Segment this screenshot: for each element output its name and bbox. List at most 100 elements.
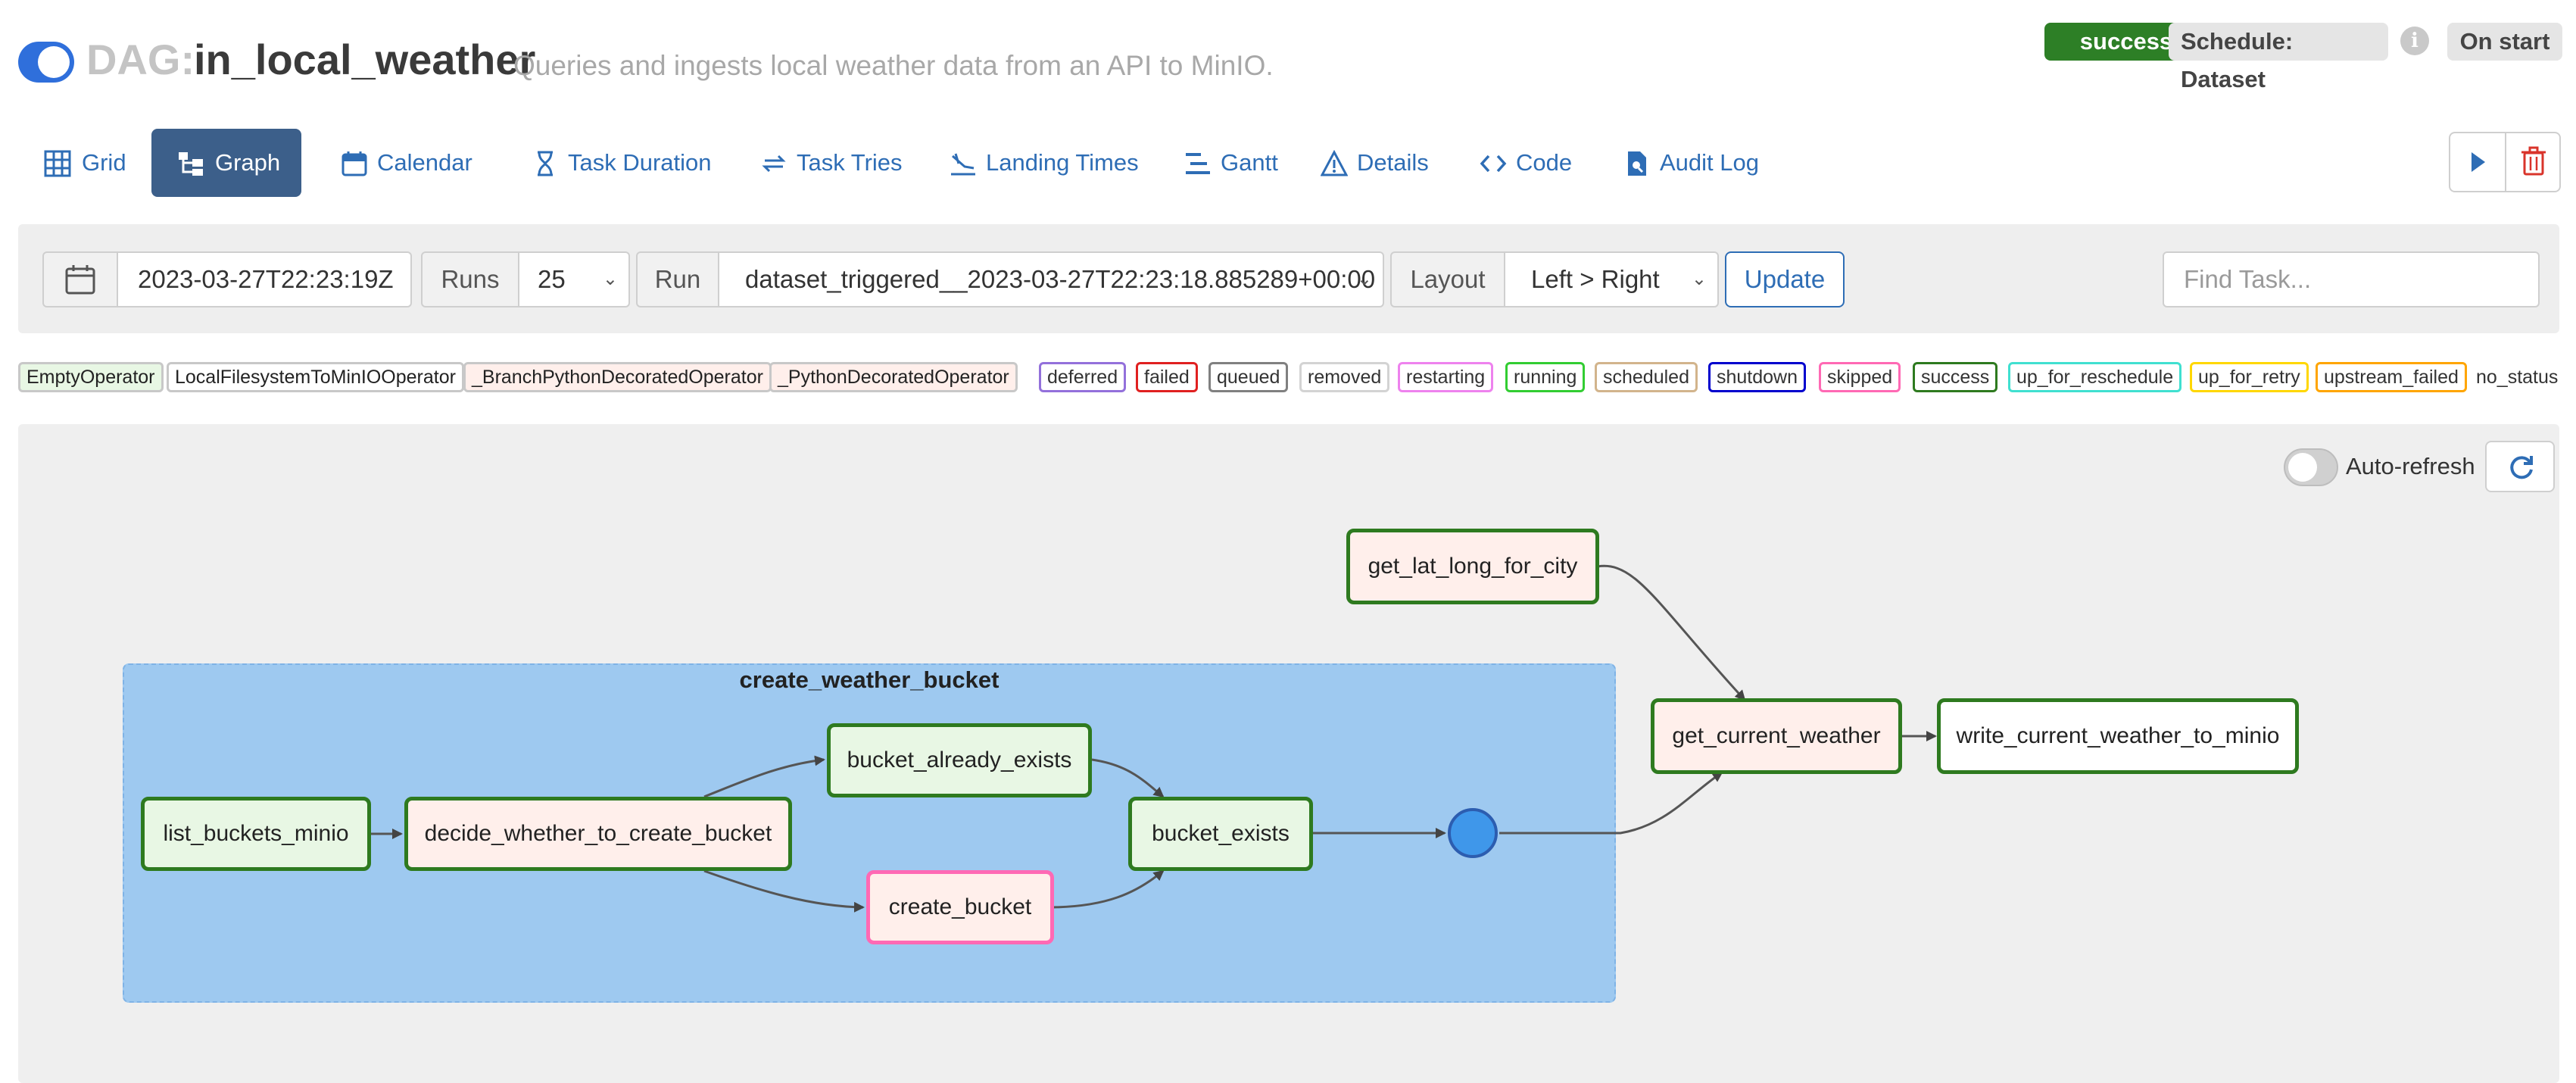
graph-icon [179,152,203,176]
dag-actions [2449,132,2561,192]
legend-operator: LocalFilesystemToMinIOOperator [167,362,464,392]
runs-addon: Runs [421,251,519,307]
layout-addon: Layout [1390,251,1505,307]
file-search-icon [1628,151,1646,176]
layout-label: Layout [1410,265,1486,293]
tab-code[interactable]: Code [1454,129,1572,197]
tab-audit-log[interactable]: Audit Log [1598,129,1759,197]
run-addon: Run [636,251,719,307]
task-node-bucket-exists[interactable]: bucket_exists [1128,797,1313,871]
refresh-button[interactable] [2485,441,2555,492]
chevron-down-icon: ⌄ [1356,269,1372,289]
task-node-label: write_current_weather_to_minio [1956,723,2280,748]
tab-graph[interactable]: Graph [151,129,301,197]
runs-value: 25 [538,265,566,293]
task-node-label: bucket_already_exists [847,747,1072,772]
task-node-label: bucket_exists [1152,821,1290,846]
legend-status: shutdown [1708,362,1807,392]
delete-dag-button[interactable] [2506,133,2561,191]
runs-select[interactable]: 25 ⌄ [518,251,630,307]
task-node-label: list_buckets_minio [163,821,349,846]
legend-status: upstream_failed [2316,362,2467,392]
layout-select[interactable]: Left > Right ⌄ [1504,251,1719,307]
task-node-label: get_current_weather [1672,723,1881,748]
task-node-write-current-weather-to-minio[interactable]: write_current_weather_to_minio [1937,698,2299,774]
edge [1091,758,1165,798]
chevron-down-icon: ⌄ [602,269,618,289]
hourglass-icon [538,151,553,176]
tab-details-label: Details [1357,149,1429,176]
calendar-icon [65,265,95,295]
tab-task-duration[interactable]: Task Duration [506,129,718,197]
run-label: Run [654,265,701,293]
info-icon[interactable]: i [2400,27,2429,55]
refresh-icon [2510,456,2533,479]
tab-task-tries-label: Task Tries [797,149,903,176]
task-group-join-node[interactable] [1448,808,1498,858]
task-node-label: create_bucket [888,894,1032,919]
tab-grid[interactable]: Grid [18,129,132,197]
legend-status: skipped [1819,362,1901,392]
action-divider [2505,133,2506,191]
run-select[interactable]: dataset_triggered__2023-03-27T22:23:18.8… [718,251,1384,307]
task-node-decide-whether-to-create-bucket[interactable]: decide_whether_to_create_bucket [404,797,792,871]
dag-header: DAG: in_local_weather Queries and ingest… [0,0,2576,114]
code-icon [1480,154,1507,173]
task-node-label: get_lat_long_for_city [1368,554,1578,579]
tab-details[interactable]: Details [1295,129,1436,197]
task-node-list-buckets-minio[interactable]: list_buckets_minio [141,797,371,871]
find-task-placeholder: Find Task... [2184,265,2312,293]
legend-operator: EmptyOperator [18,362,164,392]
base-date-value: 2023-03-27T22:23:19Z [138,265,394,293]
tab-task-tries[interactable]: Task Tries [734,129,916,197]
warning-triangle-icon [1321,150,1348,176]
legend-operator: _PythonDecoratedOperator [769,362,1018,392]
dag-pause-toggle[interactable] [18,42,74,83]
chevron-down-icon: ⌄ [1691,269,1707,289]
tab-calendar-label: Calendar [377,149,472,176]
grid-icon [44,150,71,177]
legend-operator: _BranchPythonDecoratedOperator [463,362,772,392]
tab-calendar[interactable]: Calendar [315,129,480,197]
legend-status: scheduled [1595,362,1698,392]
plane-landing-icon [951,153,975,176]
legend-no-status: no_status [2476,367,2559,388]
graph-filter-bar: 2023-03-27T22:23:19Z Runs 25 ⌄ Run datas… [18,224,2559,333]
auto-refresh-toggle[interactable] [2284,448,2338,486]
layout-value: Left > Right [1531,265,1660,293]
dag-description: Queries and ingests local weather data f… [513,50,1274,81]
trigger-dag-button[interactable] [2450,133,2505,191]
tab-graph-label: Graph [215,149,281,176]
gantt-icon [1186,153,1210,174]
schedule-badge: Schedule: Dataset [2169,23,2388,92]
legend-status: removed [1299,362,1390,392]
trash-icon [2521,146,2546,176]
base-date-input[interactable]: 2023-03-27T22:23:19Z [117,251,412,307]
run-value: dataset_triggered__2023-03-27T22:23:18.8… [745,265,1376,293]
legend-status: running [1505,362,1586,392]
tab-landing-times[interactable]: Landing Times [924,129,1151,197]
task-node-get-current-weather[interactable]: get_current_weather [1651,698,1902,774]
legend-status: restarting [1398,362,1494,392]
calendar-icon [341,151,367,176]
legend-status: failed [1136,362,1198,392]
task-node-bucket-already-exists[interactable]: bucket_already_exists [827,723,1092,797]
tab-gantt[interactable]: Gantt [1159,129,1287,197]
tab-grid-label: Grid [82,149,126,176]
tab-landing-times-label: Landing Times [986,149,1139,176]
legend-status: up_for_retry [2190,362,2309,392]
tab-task-duration-label: Task Duration [568,149,712,176]
dag-prefix: DAG: [86,36,195,83]
date-picker-button[interactable] [42,251,118,307]
edge [703,869,865,913]
task-node-get-lat-long-for-city[interactable]: get_lat_long_for_city [1346,529,1599,604]
edge [1052,869,1165,909]
task-node-create-bucket[interactable]: create_bucket [866,870,1054,944]
retry-icon [762,154,786,173]
task-node-label: decide_whether_to_create_bucket [424,821,772,846]
update-button[interactable]: Update [1725,251,1845,307]
legend-status: up_for_reschedule [2008,362,2182,392]
find-task-input[interactable]: Find Task... [2163,251,2540,307]
start-badge: On start [2447,23,2562,61]
dag-title: in_local_weather [194,36,536,83]
